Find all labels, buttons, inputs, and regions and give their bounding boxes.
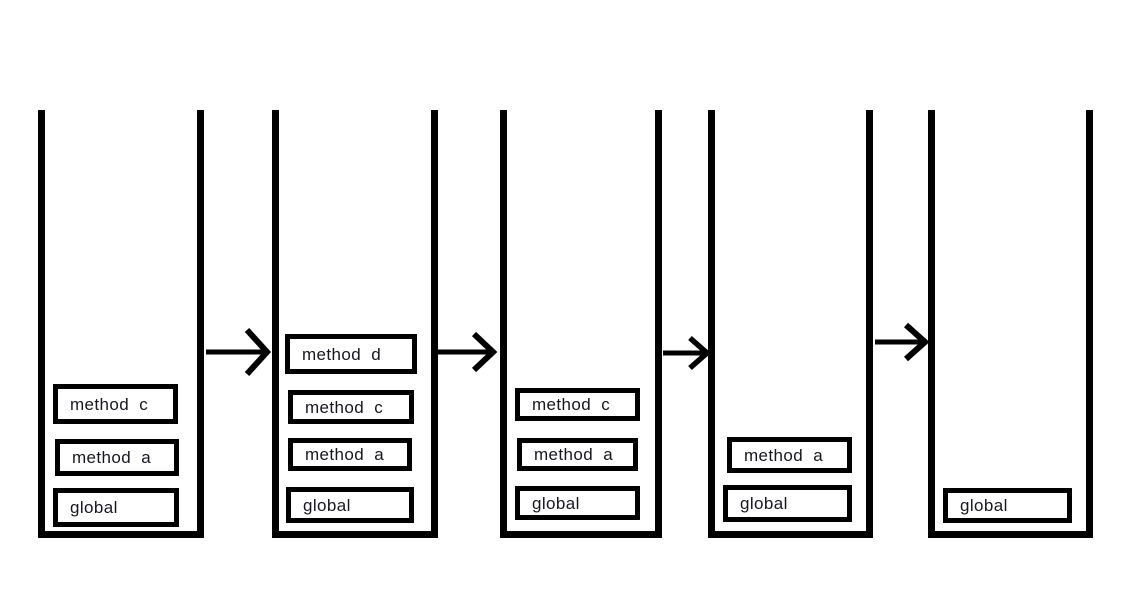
stack-frame: global [943,488,1072,523]
stack-frame: global [515,486,640,520]
call-stack-3 [500,110,662,538]
stack-frame: method c [53,384,178,424]
stack-frame: method a [288,438,412,471]
stack-frame: method a [517,438,638,471]
right-arrow-icon [875,322,929,362]
transition-arrow-4 [873,321,929,363]
stack-frame: global [723,485,852,522]
call-stack-2 [272,110,438,538]
right-arrow-icon [438,331,497,373]
transition-arrow-2 [437,330,497,374]
call-stack-1 [38,110,204,538]
stack-frame: method a [727,437,852,473]
stack-frame: method a [55,439,179,476]
stack-frame: global [286,487,414,523]
stack-frame: method d [285,334,417,374]
stack-frame: method c [515,388,640,421]
transition-arrow-3 [661,335,711,372]
stack-frame: method c [288,390,414,424]
stack-frame: global [53,488,179,527]
call-stack-5 [928,110,1093,538]
call-stack-4 [708,110,873,538]
transition-arrow-1 [203,327,273,377]
right-arrow-icon [663,335,711,371]
right-arrow-icon [206,327,272,377]
